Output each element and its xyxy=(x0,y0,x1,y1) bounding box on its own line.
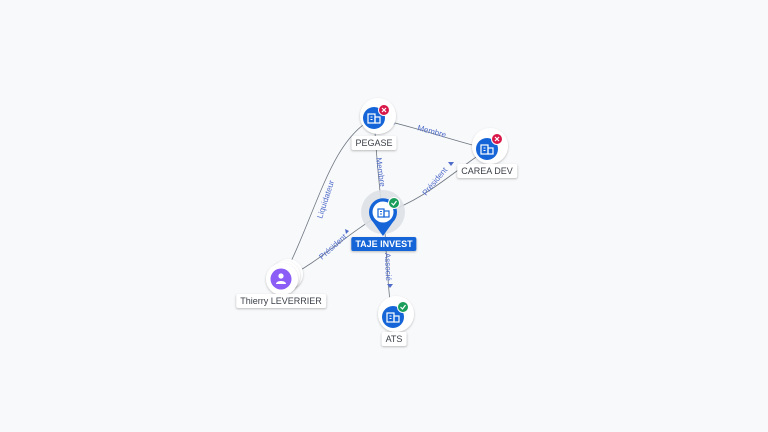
node-carea-dev[interactable] xyxy=(472,128,508,164)
edge-thierry-pegase[interactable] xyxy=(281,117,375,281)
edge-label-pegase-taje: Membre xyxy=(374,157,387,188)
arrow-marker xyxy=(345,229,349,234)
node-label-ats[interactable]: ATS xyxy=(381,332,407,346)
building-icon xyxy=(480,144,494,155)
node-label-taje-invest[interactable]: TAJE INVEST xyxy=(351,237,417,251)
closed-status-icon xyxy=(491,133,503,145)
node-pegase[interactable] xyxy=(360,98,396,134)
node-ats[interactable] xyxy=(378,296,414,332)
edge-label-pegase-carea: Membre xyxy=(416,123,447,139)
person-icon xyxy=(276,273,286,284)
arrow-marker xyxy=(387,284,393,288)
active-status-icon xyxy=(397,301,409,313)
edge-label-thierry-pegase: Liquidateur xyxy=(315,179,336,220)
node-label-pegase[interactable]: PEGASE xyxy=(351,136,397,150)
node-thierry-leverrier[interactable] xyxy=(266,259,303,295)
closed-status-icon xyxy=(378,104,390,116)
node-label-carea-dev[interactable]: CAREA DEV xyxy=(457,164,517,178)
building-icon xyxy=(367,113,381,124)
edge-label-taje-ats: Associé xyxy=(383,253,393,282)
node-taje-invest[interactable] xyxy=(361,190,405,236)
node-label-thierry-leverrier[interactable]: Thierry LEVERRIER xyxy=(236,294,326,308)
edge-label-carea-taje: Président xyxy=(421,165,450,197)
active-status-icon xyxy=(388,197,400,209)
building-icon xyxy=(377,208,390,218)
edge-label-thierry-taje: Président xyxy=(317,232,349,262)
building-icon xyxy=(386,312,400,323)
arrow-marker xyxy=(448,162,454,166)
